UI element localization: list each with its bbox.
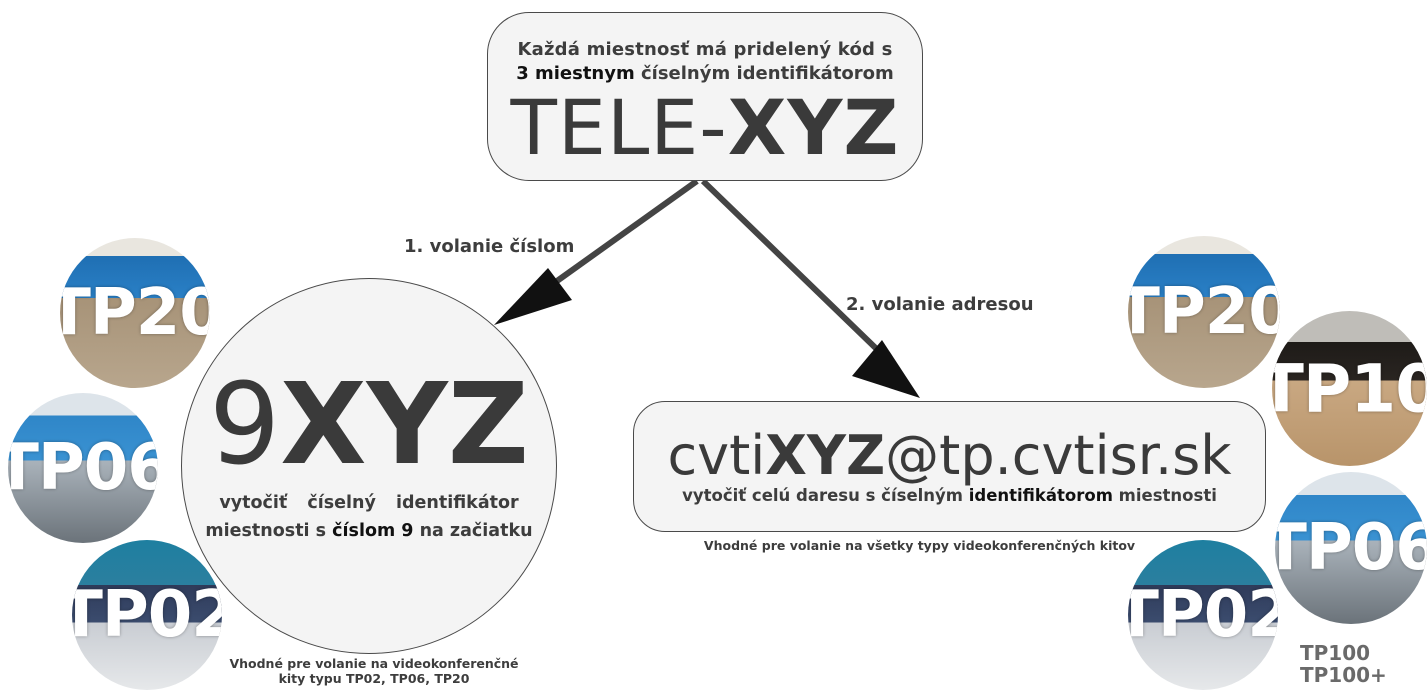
left-note-line1: Vhodné pre volanie na videokonferenčné xyxy=(229,656,519,671)
left-note: Vhodné pre volanie na videokonferenčné k… xyxy=(222,656,526,686)
number-dial-line2-pre: miestnosti s xyxy=(205,521,333,541)
number-dial-pattern: 9XYZ xyxy=(182,365,556,485)
extra-model-tp100: TP100 xyxy=(1300,641,1371,665)
badge-right-tp10-label: TP10 xyxy=(1272,350,1427,427)
badge-right-tp20-label: TP20 xyxy=(1128,275,1280,349)
arrow-to-number-head xyxy=(494,268,572,325)
arrow-label-address: 2. volanie adresou xyxy=(846,294,1034,315)
badge-right-tp02-label: TP02 xyxy=(1128,578,1278,652)
extra-model-tp100-plus: TP100+ xyxy=(1300,663,1387,687)
badge-left-tp20: TP20 xyxy=(60,238,210,388)
arrow-to-address-line xyxy=(700,178,891,363)
address-bold: XYZ xyxy=(765,424,886,487)
badge-left-tp20-label: TP20 xyxy=(60,276,210,350)
number-dial-line2-bold: číslom 9 xyxy=(332,521,414,541)
arrow-label-number: 1. volanie číslom xyxy=(404,236,575,257)
badge-right-tp10: TP10 xyxy=(1272,311,1427,466)
number-dial-circle: 9XYZ vytočiť číselný identifikátor miest… xyxy=(181,278,557,654)
address-post: @tp.cvtisr.sk xyxy=(885,424,1232,487)
arrow-to-number-line xyxy=(534,178,699,299)
address-instruction-bold: identifikátorom xyxy=(968,486,1113,505)
room-code-line1: Každá miestnosť má pridelený kód s xyxy=(517,39,893,60)
address-instruction-post: miestnosti xyxy=(1112,486,1217,505)
address-box: cvtiXYZ@tp.cvtisr.sk vytočiť celú daresu… xyxy=(633,401,1266,532)
address-instruction: vytočiť celú daresu s číselným identifik… xyxy=(634,486,1265,505)
badge-left-tp06: TP06 xyxy=(8,393,158,543)
right-note: Vhodné pre volanie na všetky typy videok… xyxy=(703,538,1136,553)
badge-left-tp06-label: TP06 xyxy=(8,431,158,505)
room-code-suffix: XYZ xyxy=(727,83,900,172)
badge-right-tp02: TP02 xyxy=(1128,540,1278,690)
number-dial-line2-post: na začiatku xyxy=(413,521,533,541)
room-code-line2-bold: 3 miestnym xyxy=(516,63,635,84)
left-note-line2: kity typu TP02, TP06, TP20 xyxy=(278,671,470,686)
room-code-box: Každá miestnosť má pridelený kód s 3 mie… xyxy=(487,12,923,181)
badge-right-tp06-label: TP06 xyxy=(1275,511,1427,585)
number-dial-suffix: XYZ xyxy=(280,360,529,490)
address-instruction-pre: vytočiť celú daresu s číselným xyxy=(682,486,969,505)
badge-right-tp20: TP20 xyxy=(1128,236,1280,388)
arrow-to-address-head xyxy=(852,340,920,398)
extra-models: TP100 TP100+ xyxy=(1300,642,1387,686)
number-dial-prefix: 9 xyxy=(209,360,281,490)
address-pattern: cvtiXYZ@tp.cvtisr.sk xyxy=(634,424,1265,488)
room-code-prefix: TELE- xyxy=(510,83,728,172)
number-dial-line2: miestnosti s číslom 9 na začiatku xyxy=(182,521,556,541)
address-pre: cvti xyxy=(667,424,766,487)
badge-left-tp02: TP02 xyxy=(72,540,222,690)
badge-left-tp02-label: TP02 xyxy=(72,578,222,652)
badge-right-tp06: TP06 xyxy=(1275,472,1427,624)
room-code-line2-rest: číselným identifikátorom xyxy=(634,63,894,84)
room-code-pattern: TELE-XYZ xyxy=(488,83,922,173)
number-dial-line1: vytočiť číselný identifikátor xyxy=(219,493,519,513)
room-code-line2: 3 miestnym číselným identifikátorom xyxy=(488,63,922,84)
